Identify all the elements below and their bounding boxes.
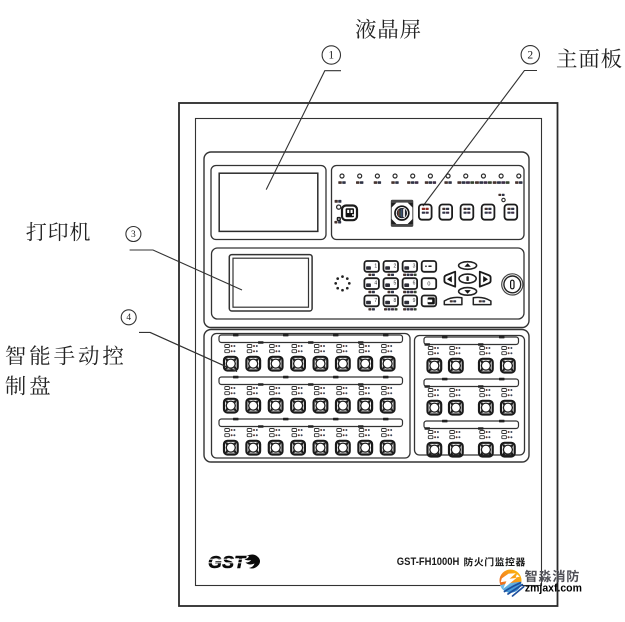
svg-text:3: 3: [131, 230, 136, 240]
svg-text:2: 2: [394, 263, 397, 269]
svg-text:zmjaxf.com: zmjaxf.com: [525, 582, 582, 594]
svg-text:8: 8: [394, 298, 397, 304]
svg-text:5: 5: [394, 281, 397, 287]
svg-text:1: 1: [328, 49, 334, 61]
svg-text:6: 6: [413, 281, 416, 287]
svg-text:3: 3: [413, 263, 416, 269]
svg-text:7: 7: [374, 298, 377, 304]
svg-text:GST-FH1000H: GST-FH1000H: [397, 556, 460, 568]
svg-text:4: 4: [126, 313, 131, 323]
svg-text:1: 1: [374, 263, 377, 269]
svg-text:4: 4: [374, 281, 377, 287]
svg-text:9: 9: [413, 298, 416, 304]
svg-text:GST: GST: [208, 552, 247, 572]
svg-text:0: 0: [427, 282, 430, 288]
svg-text:2: 2: [527, 49, 533, 61]
